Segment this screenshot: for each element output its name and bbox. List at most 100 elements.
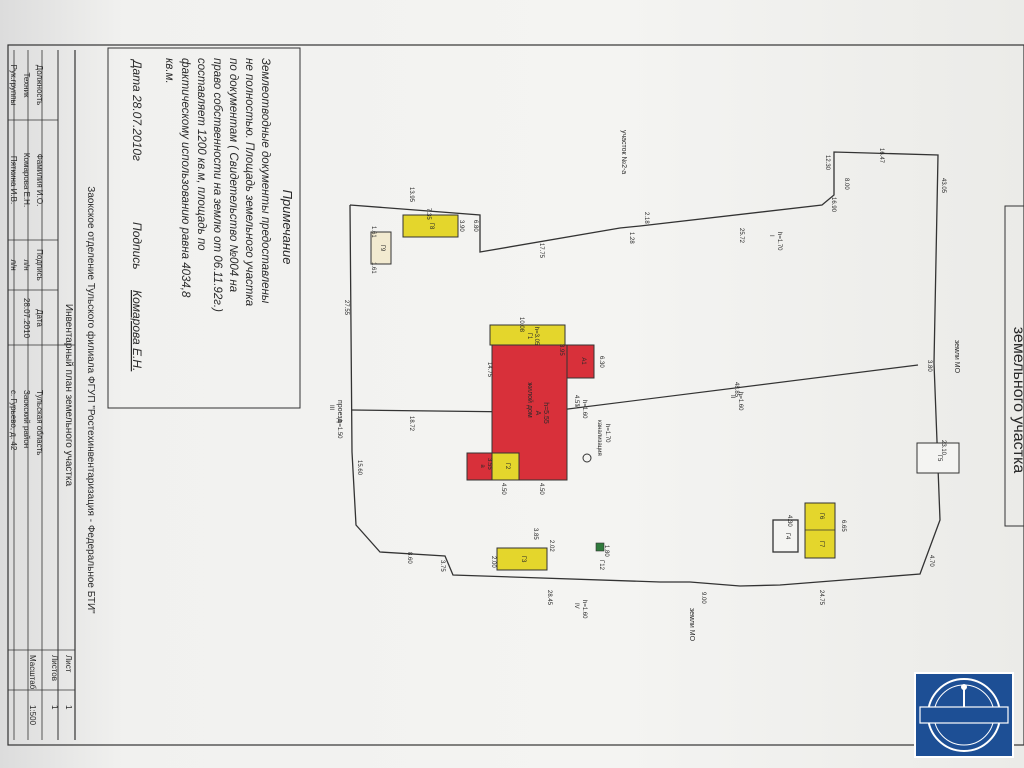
svg-text:25.72: 25.72 [738,228,744,244]
svg-text:3.90: 3.90 [458,220,464,232]
svg-text:3.95: 3.95 [558,344,564,356]
stamp-sheet-value: 1 [64,705,73,710]
building-g5: Г5 [916,442,960,474]
sheet-frame [7,44,1024,746]
svg-text:II: II [729,395,735,399]
svg-text:Г4: Г4 [784,533,790,540]
svg-text:3.55: 3.55 [486,458,492,470]
note-date: Дата 28.07.2010г [130,58,144,161]
note-box: Примечание Землеотводные документы предо… [107,47,301,409]
svg-text:h=1.50: h=1.50 [336,420,342,439]
stamp-row1-position: Техник [22,72,31,98]
svg-text:1.61: 1.61 [370,226,376,238]
note-line-3: по документам ( Свидетельство №004 на [227,58,239,292]
stamp-row2-name: Пяткина И.В. [9,156,18,204]
svg-text:Г9: Г9 [379,245,385,252]
building-g4: Г4 [772,519,799,553]
svg-text:27.55: 27.55 [343,300,349,316]
main-house-letter: А [534,411,541,416]
stamp-row2-signature: л/н [9,259,18,270]
svg-text:h=1.70: h=1.70 [604,424,610,443]
svg-text:9.00: 9.00 [700,592,706,604]
neighbor-top-label: участок №2-а [620,130,627,174]
svg-text:Г2: Г2 [504,463,510,470]
svg-text:Г6: Г6 [818,513,824,520]
svg-text:4.30: 4.30 [786,515,792,527]
building-g3: Г3 [496,547,548,571]
inner-fence-lower [559,364,919,411]
svg-text:48.85: 48.85 [733,382,739,398]
svg-text:2.00: 2.00 [490,556,496,568]
svg-text:Г12: Г12 [598,560,604,571]
building-g2: Г2 [491,452,520,481]
svg-text:I: I [768,235,774,237]
building-well: Г12 [595,542,605,571]
svg-text:h=1.70: h=1.70 [776,232,782,251]
stamp-row1-signature: л/н [22,259,31,270]
svg-text:1.28: 1.28 [628,232,634,244]
svg-text:6.65: 6.65 [840,520,846,532]
note-line-4: право собственности на землю от 06.11.92… [211,58,223,312]
note-line-7: кв.м. [163,58,175,84]
svg-text:43.05: 43.05 [940,178,946,194]
svg-text:7.35: 7.35 [425,208,431,220]
stamp-address-line3: с. Гурьево, д. 42 [9,390,18,451]
building-g1: Г1 h=3.05 [489,324,566,346]
note-line-1: Землеотводные документы предоставлены [259,58,271,304]
stamp-row2-position: Рук.группы [9,65,18,106]
svg-text:3.85: 3.85 [532,528,538,540]
svg-text:4.50: 4.50 [500,483,506,495]
svg-text:IV: IV [573,603,579,609]
svg-text:III: III [328,405,334,410]
building-g10 [582,453,592,463]
building-g6-g7: Г6 Г7 [804,502,836,559]
stamp-sheets-value: 1 [50,705,59,710]
svg-text:16.90: 16.90 [830,197,836,213]
stamp-header-date: Дата [35,309,44,327]
note-signature-value: Комарова Е.Н. [130,290,144,371]
svg-text:3.75: 3.75 [439,560,445,572]
stamp-sheet-label: Лист [64,655,73,673]
svg-text:2.02: 2.02 [548,540,554,552]
svg-text:h=1.60: h=1.60 [581,600,587,619]
svg-text:10.08: 10.08 [518,317,524,333]
agency-logo [914,672,1014,758]
svg-text:Г5: Г5 [936,455,942,462]
stamp-row1-date: 28.07.2010 [22,298,31,339]
svg-text:8.60: 8.60 [406,552,412,564]
svg-text:6.30: 6.30 [598,356,604,368]
svg-text:1.61: 1.61 [370,262,376,274]
building-a1-annex: А1 [566,344,595,379]
svg-text:а: а [479,464,485,468]
svg-text:4.57: 4.57 [573,395,579,407]
svg-text:Г7: Г7 [818,541,824,548]
svg-text:8.00: 8.00 [843,178,849,190]
svg-text:23.10: 23.10 [940,440,946,456]
svg-text:V: V [573,404,579,408]
right-box-text: земельного участка [1010,327,1024,474]
title-block: Инвентарный план земельного участка Заок… [8,50,97,740]
building-g9: Г9 [370,231,392,265]
dimension-labels: 16.47 43.05 12.30 8.00 16.90 25.72 2.18 … [343,148,946,606]
svg-text:h=1.60: h=1.60 [581,400,587,419]
building-g8: Г8 [402,214,459,238]
svg-text:h=3.05: h=3.05 [533,327,539,346]
stamp-row1-name: Комарова Е.Н. [22,153,31,207]
stamp-address-line1: Тульская область [35,390,44,455]
logo-emblem [919,678,1009,752]
svg-text:15.60: 15.60 [356,460,362,476]
note-heading: Примечание [280,190,295,265]
parcel-boundary [349,151,941,587]
svg-text:12.30: 12.30 [824,155,830,171]
svg-text:Г8: Г8 [428,223,434,230]
stamp-office: Заокское отделение Тульского филиала ФГУ… [85,186,97,614]
svg-text:28.45: 28.45 [546,590,552,606]
svg-text:24.75: 24.75 [818,590,824,606]
svg-text:Г1: Г1 [526,333,532,340]
stamp-sheets-label: Листов [50,655,59,681]
neighbor-bottom-label: земли МО [688,608,695,642]
note-signature-label: Подпись [130,222,144,270]
fence-labels: I h=1.70 II h=1.60 III h=1.50 IV h=1.60 … [328,232,782,619]
neighbor-left-label: проезд [336,400,343,422]
